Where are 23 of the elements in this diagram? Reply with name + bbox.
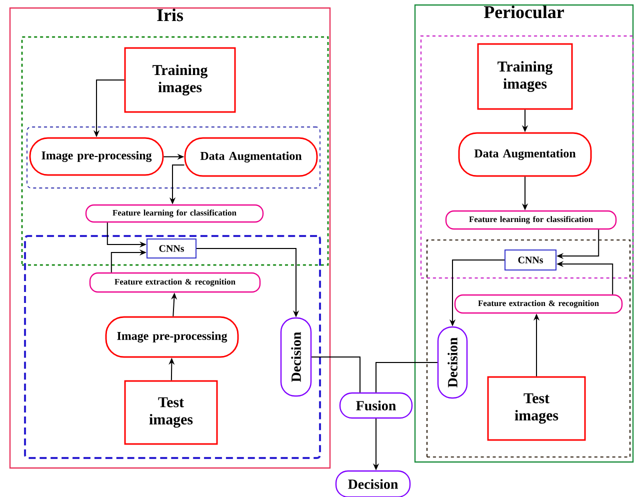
process-box: Fusion [339, 392, 413, 419]
decision-box: Decision [280, 317, 312, 397]
dashed-group-box [426, 239, 631, 458]
process-box: Feature extraction & recognition [89, 272, 261, 293]
dashed-group-box [24, 235, 321, 459]
image-box: Training images [124, 47, 236, 113]
dashed-group-box [21, 36, 329, 266]
dashed-group-box [420, 35, 634, 279]
process-box: Data Augmentation [458, 132, 592, 177]
cnn-box: CNNs [504, 250, 556, 270]
process-box: Decision [335, 470, 411, 497]
process-box: Feature learning for classification [85, 204, 264, 223]
process-box: Image pre-processing [29, 137, 164, 176]
image-box: Test images [124, 380, 218, 445]
image-box: Training images [477, 43, 573, 110]
dashed-group-box [26, 126, 320, 188]
decision-box: Decision [437, 326, 468, 399]
process-box: Feature learning for classification [445, 210, 617, 230]
process-box: Data Augmentation [184, 137, 318, 177]
process-box: Feature extraction & recognition [454, 294, 623, 314]
image-box: Test images [487, 376, 586, 441]
process-box: Image pre-processing [105, 316, 239, 358]
cnn-box: CNNs [146, 238, 196, 258]
